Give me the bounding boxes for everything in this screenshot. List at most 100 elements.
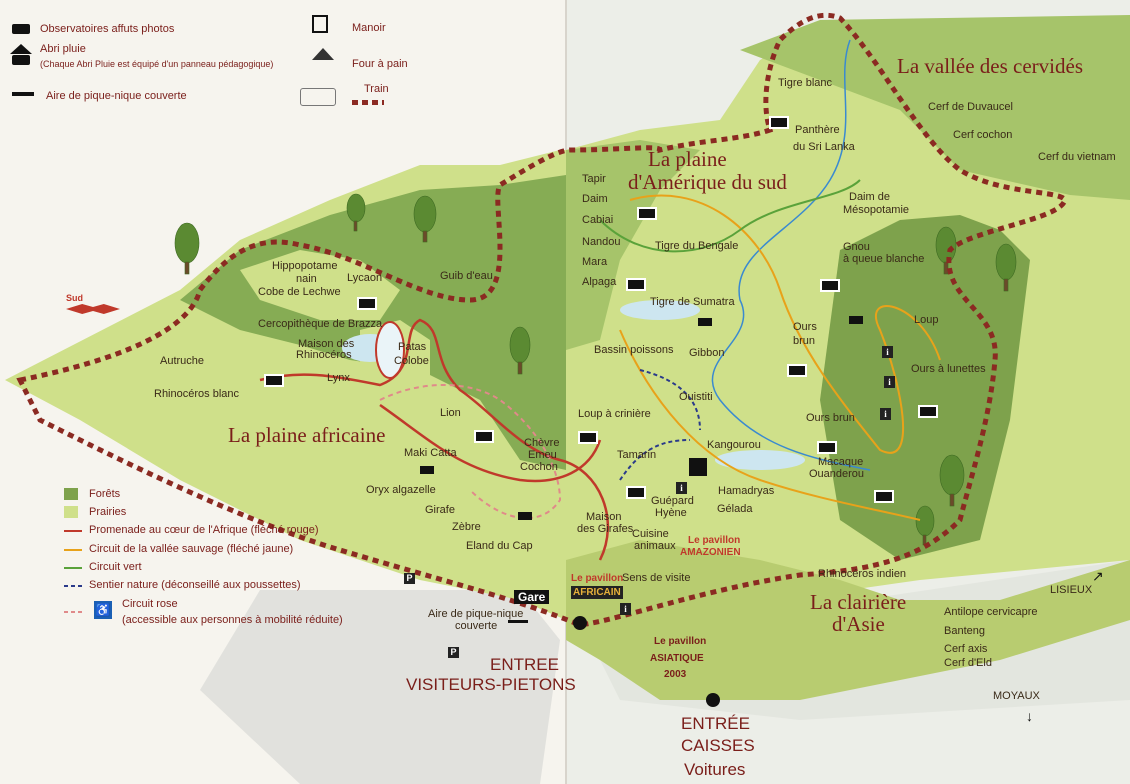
legend-circuit-vert: Circuit vert bbox=[89, 561, 142, 573]
zone-clairiere-2: d'Asie bbox=[832, 612, 885, 636]
legend-circuit-rose: Circuit rose bbox=[122, 598, 178, 610]
promenade-route bbox=[259, 318, 610, 561]
animal-gnou-1: Gnou bbox=[843, 241, 870, 253]
info-icon: i bbox=[676, 482, 687, 494]
animal-maison-rhino-2: Rhinocéros bbox=[296, 349, 352, 361]
animal-tigre-bengale: Tigre du Bengale bbox=[655, 240, 739, 252]
legend-abri-pluie-note: (Chaque Abri Pluie est équipé d'un panne… bbox=[40, 59, 274, 69]
train-line-icon bbox=[352, 100, 384, 105]
pavillon-asiatique-2: ASIATIQUE bbox=[650, 653, 704, 664]
camera-icon bbox=[769, 116, 789, 129]
legend-train: Train bbox=[364, 83, 389, 95]
pavillon-asiatique-1: Le pavillon bbox=[654, 636, 707, 647]
animal-gnou-2: à queue blanche bbox=[843, 253, 925, 265]
legend-observatoires: Observatoires affuts photos bbox=[40, 23, 175, 35]
shelter-icon bbox=[10, 44, 32, 54]
legend-abri-pluie: Abri pluie bbox=[40, 43, 86, 55]
legend-aire-pique-nique: Aire de pique-nique couverte bbox=[46, 90, 187, 102]
pavillon-africain-2: AFRICAIN bbox=[571, 586, 623, 599]
animal-mara: Mara bbox=[582, 256, 608, 268]
camera-icon bbox=[626, 278, 646, 291]
manor-icon bbox=[689, 458, 707, 476]
animal-tamarin: Tamarin bbox=[617, 449, 657, 461]
animal-panthere-1: Panthère bbox=[795, 124, 840, 136]
animal-maison-rhino-1: Maison des bbox=[298, 338, 355, 350]
camera-icon bbox=[817, 441, 837, 454]
info-icon: i bbox=[884, 376, 895, 388]
pavillon-asiatique-3: 2003 bbox=[664, 669, 687, 680]
entree-caisses-1: ENTRÉE bbox=[681, 714, 750, 733]
animal-gelada: Gélada bbox=[717, 503, 753, 515]
aire-pique-nique-1: Aire de pique-nique bbox=[428, 608, 524, 620]
animal-panthere-2: du Sri Lanka bbox=[793, 141, 855, 153]
cervides-forest bbox=[740, 15, 1130, 200]
south-label: Sud bbox=[66, 293, 83, 303]
rose-swatch bbox=[64, 611, 82, 613]
animal-loup: Loup bbox=[914, 314, 939, 326]
animal-nain: nain bbox=[296, 273, 317, 285]
zone-clairiere-1: La clairière bbox=[810, 590, 907, 614]
animal-maison-girafes-2: des Girafes bbox=[577, 523, 634, 535]
animal-maison-girafes-1: Maison bbox=[586, 511, 622, 523]
camera-icon bbox=[849, 316, 863, 324]
animal-guepard: Guépard bbox=[651, 495, 694, 507]
animal-rhino-blanc: Rhinocéros blanc bbox=[154, 388, 239, 400]
animal-lycaon: Lycaon bbox=[347, 272, 383, 284]
animal-animaux: animaux bbox=[634, 540, 676, 552]
sentier-route bbox=[619, 369, 701, 481]
legend-four: Four à pain bbox=[352, 58, 408, 70]
animal-cabiai: Cabiai bbox=[582, 214, 614, 226]
animal-cerf-axis: Cerf axis bbox=[944, 643, 988, 655]
animal-ours-lunettes: Ours à lunettes bbox=[911, 363, 986, 375]
zone-plaine-amerique-1: La plaine bbox=[648, 147, 727, 171]
animal-cerf-cochon: Cerf cochon bbox=[953, 129, 1013, 141]
forets-swatch bbox=[64, 488, 78, 500]
africa-forest bbox=[180, 175, 566, 470]
camera-icon bbox=[12, 24, 30, 34]
animal-tigre-blanc: Tigre blanc bbox=[778, 77, 833, 89]
oven-icon bbox=[312, 48, 334, 60]
legend-sentier: Sentier nature (déconseillé aux poussett… bbox=[89, 579, 301, 591]
green-route bbox=[599, 179, 861, 253]
animal-hippopotame: Hippopotame bbox=[272, 260, 338, 272]
animal-nandou: Nandou bbox=[582, 236, 621, 248]
animal-emeu: Emeu bbox=[528, 449, 557, 461]
legend-circuit-vallee: Circuit de la vallée sauvage (fléché jau… bbox=[89, 543, 294, 555]
animal-girafe: Girafe bbox=[425, 504, 455, 516]
entree-caisses-3: Voitures bbox=[684, 760, 746, 779]
camera-icon bbox=[787, 364, 807, 377]
legend-circuit-rose-note: (accessible aux personnes à mobilité réd… bbox=[122, 614, 343, 626]
animal-cercopitheque: Cercopithèque de Brazza bbox=[258, 318, 383, 330]
train-icon bbox=[300, 88, 336, 106]
animal-hyene: Hyène bbox=[655, 507, 687, 519]
camera-icon bbox=[474, 430, 494, 443]
animal-alpaga: Alpaga bbox=[582, 276, 617, 288]
animal-macaque-1: Macaque bbox=[818, 456, 864, 468]
animal-chevre: Chèvre bbox=[524, 437, 560, 449]
animal-lion: Lion bbox=[440, 407, 461, 419]
vert-swatch bbox=[64, 567, 82, 569]
camera-icon bbox=[357, 297, 377, 310]
animal-autruche: Autruche bbox=[160, 355, 205, 367]
zone-plaine-amerique-2: d'Amérique du sud bbox=[628, 170, 787, 194]
animal-kangourou: Kangourou bbox=[707, 439, 761, 451]
legend-promenade: Promenade au cœur de l'Afrique (fléché r… bbox=[89, 524, 319, 536]
pavillon-amazonien-1: Le pavillon bbox=[688, 535, 741, 546]
parking-icon: P bbox=[448, 647, 459, 658]
camera-icon bbox=[626, 486, 646, 499]
arrow-down-icon: ↓ bbox=[1026, 708, 1033, 724]
animal-ouistiti: Ouistiti bbox=[679, 391, 713, 403]
legend-manoir: Manoir bbox=[352, 22, 386, 34]
gare-label: Gare bbox=[514, 590, 550, 604]
picnic-table-icon bbox=[508, 620, 528, 623]
yellow-route bbox=[619, 194, 941, 521]
manor-icon bbox=[312, 15, 328, 33]
entrance-marker-icon bbox=[573, 616, 587, 630]
promenade-swatch bbox=[64, 530, 82, 532]
animal-daim-meso-2: Mésopotamie bbox=[843, 204, 910, 216]
animal-ours-brun-1: Ours bbox=[793, 321, 817, 333]
entree-pietons-2: VISITEURS-PIETONS bbox=[406, 675, 576, 694]
vallee-swatch bbox=[64, 549, 82, 551]
zone-plaine-africaine: La plaine africaine bbox=[228, 423, 386, 447]
